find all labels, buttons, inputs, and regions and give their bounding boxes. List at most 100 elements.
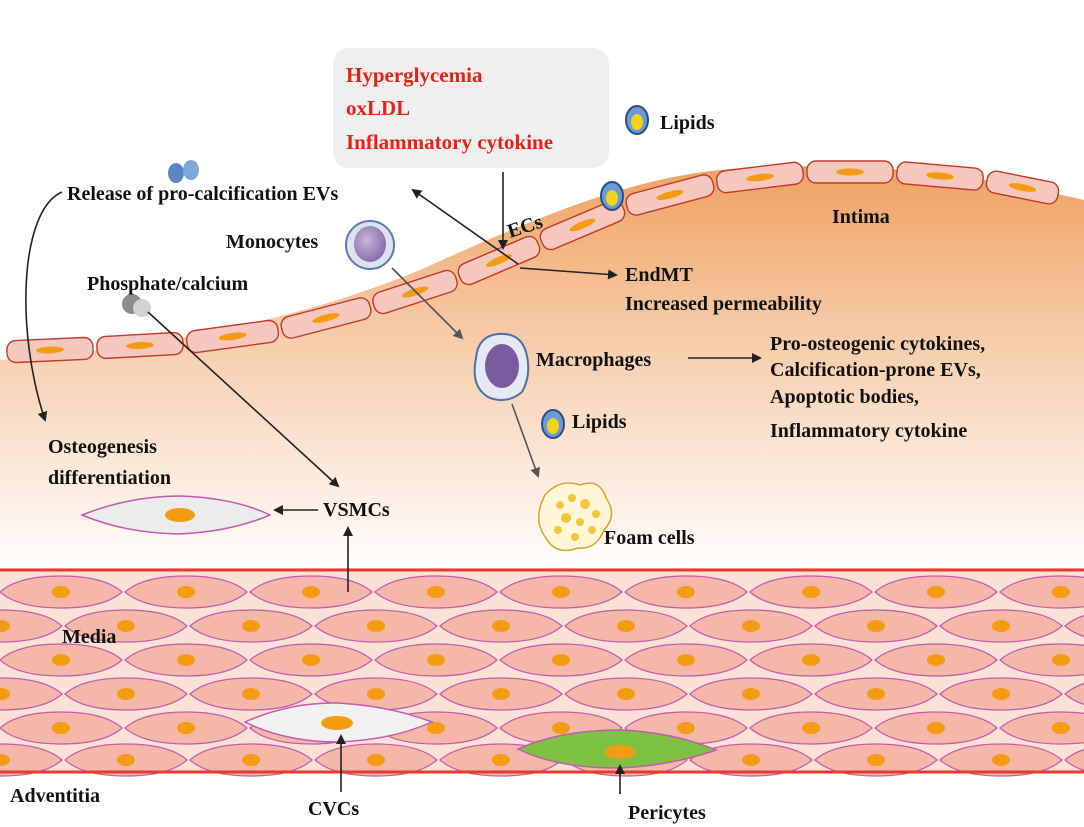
smooth-muscle-cell xyxy=(249,643,373,677)
pericyte-cell xyxy=(516,729,719,769)
label-monocytes: Monocytes xyxy=(226,231,318,253)
endothelial-cell xyxy=(806,160,894,184)
smooth-muscle-cell xyxy=(64,743,188,777)
smooth-muscle-cell xyxy=(689,677,813,711)
label-vsmcs: VSMCs xyxy=(323,499,390,521)
arrow-monocyte-to-macrophage xyxy=(391,267,464,340)
label-release-evs: Release of pro-calcification EVs xyxy=(67,183,338,205)
endothelial-cell xyxy=(96,331,184,360)
label-osteogenesis: Osteogenesis xyxy=(48,436,157,458)
smooth-muscle-cell xyxy=(0,711,123,745)
label-macrophages: Macrophages xyxy=(536,349,651,371)
smooth-muscle-cell xyxy=(124,643,248,677)
smooth-muscle-cell xyxy=(624,575,748,609)
smooth-muscle-cell xyxy=(749,711,873,745)
label-differentiation: differentiation xyxy=(48,467,171,489)
label-intima: Intima xyxy=(832,206,890,228)
smooth-muscle-cell xyxy=(0,743,63,777)
smooth-muscle-cell-layer xyxy=(0,575,1084,777)
smooth-muscle-cell xyxy=(314,609,438,643)
arrow-phosphate-to-vsmcs xyxy=(147,311,340,488)
endothelial-cell xyxy=(539,199,626,251)
stimulus-box xyxy=(333,48,609,168)
smooth-muscle-cell xyxy=(189,677,313,711)
lipid-droplet-icon xyxy=(600,181,624,211)
lipid-droplet-icon xyxy=(541,409,565,439)
arrow-macrophage-to-foam xyxy=(511,403,540,478)
smooth-muscle-cell xyxy=(1064,682,1084,706)
osteogenic-vsmc-cell xyxy=(80,495,272,535)
intima-layer xyxy=(0,166,1084,575)
smooth-muscle-cell xyxy=(749,575,873,609)
label-pericytes: Pericytes xyxy=(628,802,706,824)
macrophage-cell xyxy=(473,332,530,401)
endothelial-cell xyxy=(625,174,715,216)
endothelial-cell xyxy=(985,170,1060,205)
smooth-muscle-cell xyxy=(124,711,248,745)
smooth-muscle-cell xyxy=(374,643,498,677)
smooth-muscle-cell xyxy=(1064,748,1084,772)
smooth-muscle-cell xyxy=(314,743,438,777)
endothelial-cell xyxy=(457,235,541,286)
label-product-2: Calcification-prone EVs, xyxy=(770,359,981,381)
smooth-muscle-cell xyxy=(564,609,688,643)
smooth-muscle-cell xyxy=(0,643,123,677)
cvc-cell xyxy=(243,702,434,743)
label-endmt: EndMT xyxy=(625,264,693,286)
smooth-muscle-cell xyxy=(999,575,1084,609)
smooth-muscle-cell xyxy=(939,677,1063,711)
smooth-muscle-cell xyxy=(874,643,998,677)
smooth-muscle-cell xyxy=(64,677,188,711)
smooth-muscle-cell xyxy=(499,575,623,609)
stimulus-hyperglycemia: Hyperglycemia xyxy=(346,63,483,87)
smooth-muscle-cell xyxy=(249,575,373,609)
smooth-muscle-cell xyxy=(999,711,1084,745)
stimulus-oxldl: oxLDL xyxy=(346,96,410,120)
label-foam-cells: Foam cells xyxy=(604,527,695,549)
smooth-muscle-cell xyxy=(624,643,748,677)
label-product-1: Pro-osteogenic cytokines, xyxy=(770,333,985,355)
smooth-muscle-cell xyxy=(189,609,313,643)
label-lipids-mid: Lipids xyxy=(572,411,627,433)
stimulus-inflammatory-cytokine: Inflammatory cytokine xyxy=(346,130,553,154)
smooth-muscle-cell xyxy=(499,643,623,677)
smooth-muscle-cell xyxy=(0,609,63,643)
phosphate-calcium-icon xyxy=(122,294,151,317)
foam-cell xyxy=(538,482,613,552)
endothelial-cell xyxy=(715,161,805,194)
smooth-muscle-cell xyxy=(874,575,998,609)
smooth-muscle-cell xyxy=(874,711,998,745)
label-lipids-top: Lipids xyxy=(660,112,715,134)
smooth-muscle-cell xyxy=(939,609,1063,643)
label-adventitia: Adventitia xyxy=(10,785,100,807)
lipid-droplet-icon xyxy=(625,105,649,135)
smooth-muscle-cell xyxy=(749,643,873,677)
arrows xyxy=(25,172,762,794)
smooth-muscle-cell xyxy=(814,677,938,711)
grey-arrows xyxy=(391,267,540,478)
smooth-muscle-cell xyxy=(439,677,563,711)
label-product-3: Apoptotic bodies, xyxy=(770,386,919,408)
arrow-ecs-to-endmt xyxy=(519,267,618,280)
smooth-muscle-cell xyxy=(1064,614,1084,638)
ev-vesicles-icon xyxy=(168,160,199,183)
label-media: Media xyxy=(62,626,116,648)
smooth-muscle-cell xyxy=(189,743,313,777)
smooth-muscle-cell xyxy=(374,575,498,609)
endothelial-cell xyxy=(280,297,372,339)
smooth-muscle-cell xyxy=(814,609,938,643)
smooth-muscle-cell xyxy=(124,575,248,609)
label-product-4: Inflammatory cytokine xyxy=(770,420,967,442)
endothelial-cell xyxy=(896,161,984,191)
smooth-muscle-cell xyxy=(0,575,123,609)
smooth-muscle-cell xyxy=(689,743,813,777)
smooth-muscle-cell xyxy=(64,609,188,643)
arrow-evs-to-osteogenesis xyxy=(25,191,63,422)
smooth-muscle-cell xyxy=(689,609,813,643)
endothelial-cell xyxy=(6,336,94,364)
smooth-muscle-cell xyxy=(564,677,688,711)
smooth-muscle-cell xyxy=(439,609,563,643)
label-phosphate-calcium: Phosphate/calcium xyxy=(87,273,248,295)
endothelial-cell xyxy=(185,319,280,354)
